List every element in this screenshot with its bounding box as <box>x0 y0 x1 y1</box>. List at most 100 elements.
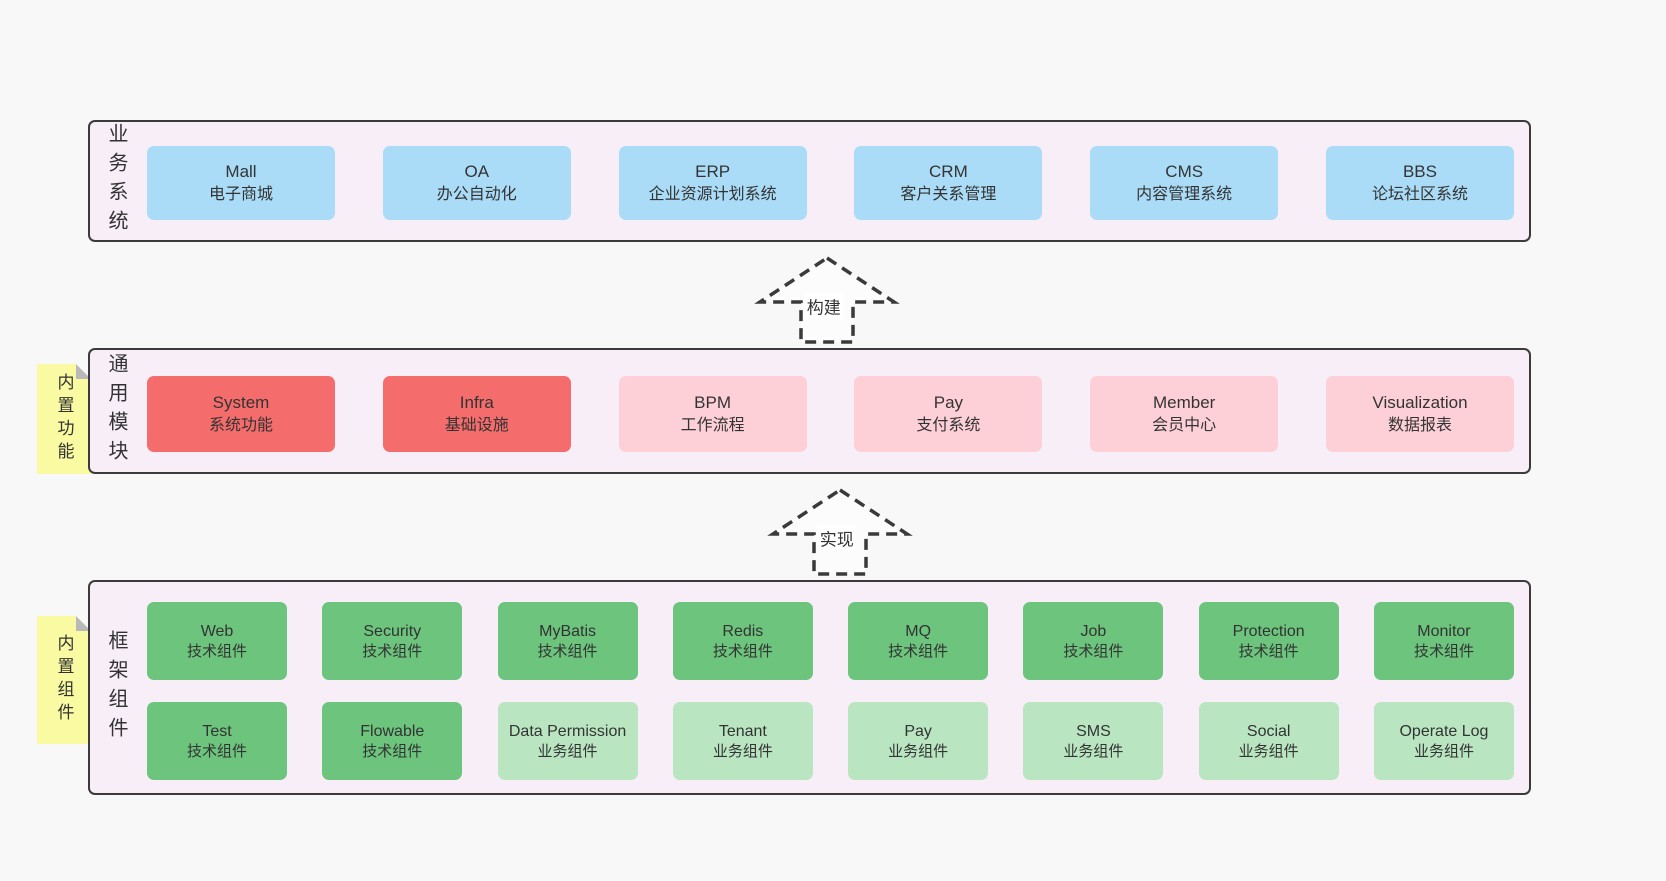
module-en-label: Web <box>200 622 234 640</box>
band-business-systems: 业务系统 Mall 电子商城 OA 办公自动化 ERP 企业资源计划系统 CRM 客户关系管理… <box>88 120 1531 242</box>
band-common-modules-label: 通用模块 <box>105 353 127 469</box>
module-en-label: Operate Log <box>1399 722 1489 740</box>
module-zh-label: 内容管理系统 <box>1136 185 1233 203</box>
module-zh-label: 技术组件 <box>1063 642 1124 660</box>
module-box-pay: Pay 支付系统 <box>854 376 1043 452</box>
module-zh-label: 技术组件 <box>186 642 247 660</box>
module-en-label: Infra <box>459 392 494 412</box>
module-box-test: Test 技术组件 <box>147 702 287 780</box>
module-en-label: OA <box>464 161 490 181</box>
module-box-flowable: Flowable 技术组件 <box>322 702 463 780</box>
implement-arrow-label: 实现 <box>816 525 857 551</box>
module-box-social: Social 业务组件 <box>1198 702 1339 780</box>
module-en-label: Pay <box>933 392 964 412</box>
module-zh-label: 业务组件 <box>1238 742 1299 760</box>
module-box-data-permission: Data Permission 业务组件 <box>497 702 638 780</box>
band-common-modules: 通用模块 System 系统功能 Infra 基础设施 BPM 工作流程 Pay 支付系统 Me… <box>88 348 1531 474</box>
module-zh-label: 办公自动化 <box>436 185 517 203</box>
module-box-pay: Pay 业务组件 <box>848 702 989 780</box>
module-en-label: Pay <box>904 722 932 740</box>
module-en-label: Tenant <box>718 722 767 740</box>
module-en-label: Social <box>1246 722 1291 740</box>
module-en-label: Member <box>1153 392 1216 412</box>
module-zh-label: 业务组件 <box>1413 742 1474 760</box>
module-zh-label: 技术组件 <box>712 642 773 660</box>
module-zh-label: 客户关系管理 <box>900 185 997 203</box>
builtin-components-note-text: 内置组件 <box>54 634 74 726</box>
module-box-tenant: Tenant 业务组件 <box>672 702 813 780</box>
module-box-redis: Redis 技术组件 <box>672 602 813 680</box>
module-en-label: BBS <box>1402 161 1437 181</box>
builtin-components-note: 内置组件 <box>37 616 91 744</box>
build-arrow-label: 构建 <box>803 293 844 319</box>
module-zh-label: 支付系统 <box>916 416 981 434</box>
module-en-label: Monitor <box>1417 622 1471 640</box>
module-box-visualization: Visualization 数据报表 <box>1325 376 1514 452</box>
module-box-operate-log: Operate Log 业务组件 <box>1373 702 1514 780</box>
module-box-job: Job 技术组件 <box>1023 602 1164 680</box>
module-en-label: ERP <box>695 161 731 181</box>
module-en-label: Visualization <box>1372 392 1468 412</box>
module-box-member: Member 会员中心 <box>1090 376 1279 452</box>
module-box-mq: MQ 技术组件 <box>848 602 989 680</box>
module-box-cms: CMS 内容管理系统 <box>1090 146 1279 220</box>
module-box-bpm: BPM 工作流程 <box>618 376 807 452</box>
module-zh-label: 技术组件 <box>1413 642 1474 660</box>
module-en-label: BPM <box>694 392 732 412</box>
module-en-label: SMS <box>1076 722 1111 740</box>
module-zh-label: 业务组件 <box>1063 742 1124 760</box>
module-zh-label: 技术组件 <box>537 642 598 660</box>
module-box-crm: CRM 客户关系管理 <box>854 146 1043 220</box>
module-box-protection: Protection 技术组件 <box>1198 602 1339 680</box>
common-modules-row: System 系统功能 Infra 基础设施 BPM 工作流程 Pay 支付系统 Member 会… <box>147 376 1514 452</box>
band-business-systems-label: 业务系统 <box>105 123 127 239</box>
module-en-label: Data Permission <box>508 722 627 740</box>
module-zh-label: 技术组件 <box>186 742 247 760</box>
module-en-label: System <box>212 392 270 412</box>
module-en-label: Flowable <box>360 722 425 740</box>
module-box-web: Web 技术组件 <box>147 602 287 680</box>
module-en-label: Redis <box>722 622 764 640</box>
build-arrow: 构建 <box>752 254 902 346</box>
module-box-erp: ERP 企业资源计划系统 <box>618 146 807 220</box>
module-en-label: CRM <box>929 161 968 181</box>
module-zh-label: 系统功能 <box>208 416 273 434</box>
implement-arrow: 实现 <box>765 486 915 578</box>
module-zh-label: 技术组件 <box>362 642 423 660</box>
module-zh-label: 技术组件 <box>888 642 949 660</box>
module-zh-label: 电子商城 <box>208 185 273 203</box>
module-zh-label: 技术组件 <box>362 742 423 760</box>
module-box-sms: SMS 业务组件 <box>1023 702 1164 780</box>
module-zh-label: 基础设施 <box>444 416 509 434</box>
builtin-features-note: 内置功能 <box>37 364 91 474</box>
business-systems-row: Mall 电子商城 OA 办公自动化 ERP 企业资源计划系统 CRM 客户关系管理 CMS 内容… <box>147 146 1514 220</box>
module-box-monitor: Monitor 技术组件 <box>1373 602 1514 680</box>
module-en-label: CMS <box>1165 161 1204 181</box>
module-box-oa: OA 办公自动化 <box>382 146 571 220</box>
module-zh-label: 工作流程 <box>680 416 745 434</box>
module-box-mall: Mall 电子商城 <box>147 146 335 220</box>
module-en-label: MyBatis <box>539 622 597 640</box>
module-en-label: Protection <box>1232 622 1305 640</box>
module-en-label: Job <box>1080 622 1107 640</box>
module-zh-label: 企业资源计划系统 <box>648 185 777 203</box>
module-zh-label: 会员中心 <box>1152 416 1217 434</box>
module-zh-label: 数据报表 <box>1387 416 1452 434</box>
module-zh-label: 论坛社区系统 <box>1371 185 1468 203</box>
module-en-label: Mall <box>225 161 257 181</box>
builtin-features-note-text: 内置功能 <box>54 373 74 465</box>
module-zh-label: 业务组件 <box>712 742 773 760</box>
module-zh-label: 业务组件 <box>888 742 949 760</box>
module-zh-label: 技术组件 <box>1238 642 1299 660</box>
module-en-label: Test <box>202 722 232 740</box>
module-box-infra: Infra 基础设施 <box>382 376 571 452</box>
band-framework-components-label: 框架组件 <box>105 629 127 746</box>
module-box-system: System 系统功能 <box>147 376 335 452</box>
module-box-mybatis: MyBatis 技术组件 <box>497 602 638 680</box>
module-en-label: MQ <box>905 622 932 640</box>
module-zh-label: 业务组件 <box>537 742 598 760</box>
